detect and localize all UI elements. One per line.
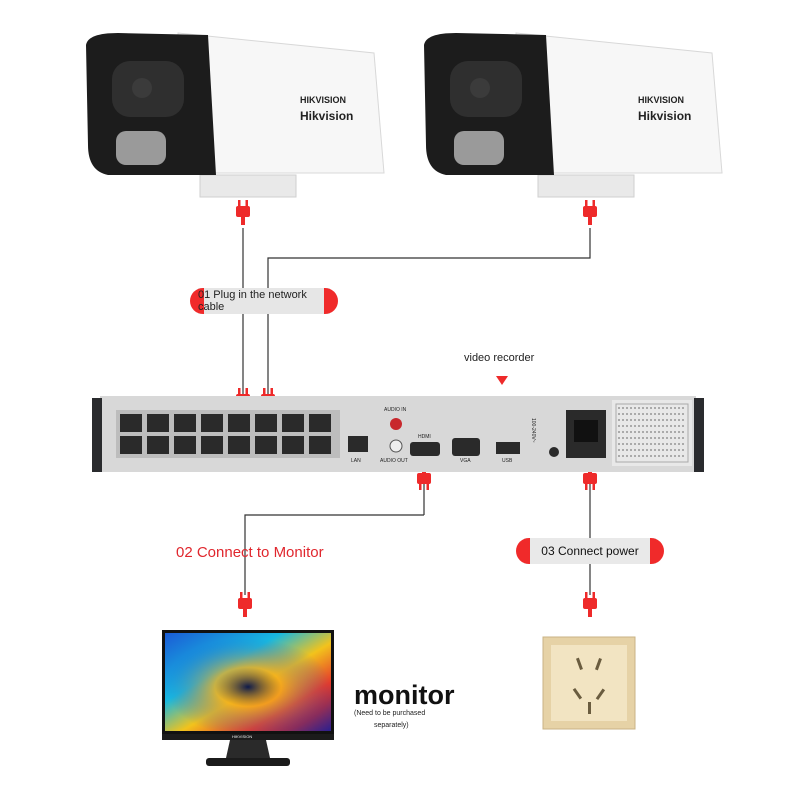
cable-camera-2 bbox=[267, 228, 591, 395]
lan-port bbox=[348, 436, 368, 452]
step-2-label: 02 Connect to Monitor bbox=[176, 544, 324, 561]
monitor-note-line-1: (Need to be purchased bbox=[354, 710, 426, 717]
step-1-label: 01 Plug in the network cable bbox=[190, 288, 338, 314]
audio-in-label: AUDIO IN bbox=[384, 407, 407, 413]
plug-icon bbox=[236, 200, 250, 225]
power-label: 100-240V~ bbox=[530, 418, 536, 443]
camera-2-logo: HIKVISION bbox=[638, 95, 685, 105]
camera-1-logo: HIKVISION bbox=[300, 95, 347, 105]
audio-in-jack bbox=[390, 418, 402, 430]
monitor: HIKVISION bbox=[160, 628, 336, 776]
camera-2-brand-name: Hikvision bbox=[638, 109, 692, 123]
nvr-device-icon bbox=[92, 396, 704, 472]
plug-icon bbox=[583, 200, 597, 225]
lan-port-label: LAN bbox=[351, 458, 361, 464]
bullet-camera-icon bbox=[86, 32, 385, 198]
monitor-title: monitor bbox=[354, 680, 455, 710]
usb-port-label: USB bbox=[502, 458, 513, 464]
step-1-text: 01 Plug in the network cable bbox=[198, 289, 307, 313]
cable-hdmi-monitor bbox=[244, 514, 424, 595]
hdmi-port-label: HDMI bbox=[418, 434, 431, 440]
monitor-note-line-2: separately) bbox=[374, 722, 409, 729]
pointer-arrow-icon bbox=[496, 376, 508, 385]
camera-1: HIKVISION Hikvision bbox=[78, 25, 390, 203]
monitor-icon bbox=[162, 630, 334, 766]
camera-1-brand-name: Hikvision bbox=[300, 109, 354, 123]
vga-port-label: VGA bbox=[460, 458, 471, 464]
power-outlet-icon bbox=[542, 636, 636, 730]
camera-2: HIKVISION Hikvision bbox=[416, 25, 728, 203]
monitor-brand: HIKVISION bbox=[232, 734, 253, 739]
vga-port bbox=[452, 438, 480, 456]
step-3-label: 03 Connect power bbox=[516, 538, 664, 564]
usb-port bbox=[496, 442, 520, 454]
plug-icon bbox=[238, 592, 252, 617]
bullet-camera-icon bbox=[424, 32, 723, 198]
video-recorder: LAN AUDIO IN AUDIO OUT HDMI VGA USB 100-… bbox=[92, 394, 704, 476]
step-3-text: 03 Connect power bbox=[541, 544, 639, 558]
plug-icon bbox=[583, 592, 597, 617]
wall-outlet bbox=[542, 636, 636, 730]
audio-out-label: AUDIO OUT bbox=[380, 458, 408, 464]
hdmi-port bbox=[410, 442, 440, 456]
recorder-title: video recorder bbox=[464, 352, 535, 364]
